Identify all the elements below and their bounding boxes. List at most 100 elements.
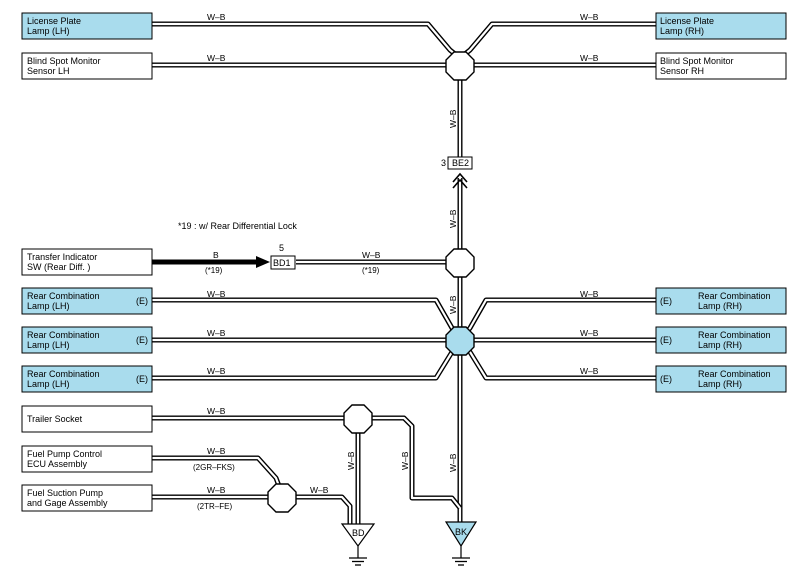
- label-line1: Trailer Socket: [27, 414, 83, 424]
- wire-color-label: W–B: [580, 328, 599, 338]
- wire-color-label: W–B: [207, 289, 226, 299]
- label-line2: and Gage Assembly: [27, 498, 108, 508]
- splice-top: [445, 51, 475, 81]
- connector-name: BD1: [273, 258, 291, 268]
- ground-bd: BD: [340, 523, 376, 566]
- condition-note: (2GR–FKS): [193, 463, 235, 472]
- wire-rear-rh-3: [458, 338, 656, 381]
- connector-tag: (E): [136, 335, 148, 345]
- label-line2: SW (Rear Diff. ): [27, 262, 90, 272]
- connector-bd1: BD1 5: [270, 243, 296, 270]
- wire-color-label: W–B: [580, 53, 599, 63]
- condition-note: (2TR–FE): [197, 502, 232, 511]
- wire-color-label: W–B: [207, 366, 226, 376]
- component-fuel-suction-pump: Fuel Suction Pump and Gage Assembly: [21, 484, 153, 512]
- component-rear-combination-lamp-lh-2: Rear Combination Lamp (LH) (E): [21, 326, 153, 354]
- label-line2: Sensor LH: [27, 66, 70, 76]
- wire-color-label: W–B: [207, 446, 226, 456]
- splice-rear-comb: [445, 326, 475, 356]
- label-line1: License Plate: [660, 16, 714, 26]
- label-line1: Rear Combination: [698, 369, 771, 379]
- wire-color-label: W–B: [310, 485, 329, 495]
- component-rear-combination-lamp-lh-1: Rear Combination Lamp (LH) (E): [21, 287, 153, 315]
- label-line1: Rear Combination: [698, 330, 771, 340]
- connector-tag: (E): [660, 335, 672, 345]
- splice-bd1: [445, 248, 475, 278]
- condition-note: (*19): [362, 266, 380, 275]
- component-rear-combination-lamp-rh-3: (E) Rear Combination Lamp (RH): [655, 365, 787, 393]
- wire-suction-splice-to-bd: [282, 494, 353, 524]
- label-line2: Sensor RH: [660, 66, 704, 76]
- wire-color-label: W–B: [580, 289, 599, 299]
- label-line1: Rear Combination: [27, 291, 100, 301]
- label-line2: Lamp (RH): [698, 340, 742, 350]
- connector-pin: 5: [279, 243, 284, 253]
- component-rear-combination-lamp-lh-3: Rear Combination Lamp (LH) (E): [21, 365, 153, 393]
- notes: *19 : w/ Rear Differential Lock (*19) (*…: [178, 221, 380, 511]
- wire-color-label: W–B: [448, 109, 458, 128]
- component-rear-combination-lamp-rh-2: (E) Rear Combination Lamp (RH): [655, 326, 787, 354]
- connector-tag: (E): [660, 296, 672, 306]
- label-line2: Lamp (RH): [698, 301, 742, 311]
- wire-color-label: W–B: [448, 209, 458, 228]
- ground-label: BK: [455, 527, 467, 537]
- label-line2: Lamp (RH): [698, 379, 742, 389]
- footnote: *19 : w/ Rear Differential Lock: [178, 221, 297, 231]
- component-blind-spot-sensor-rh: Blind Spot Monitor Sensor RH: [655, 52, 787, 80]
- wire-color-label: W–B: [207, 53, 226, 63]
- wire-license-lh: [152, 21, 462, 60]
- wire-trailer-splice-right: [358, 415, 462, 510]
- wire-rear-rh-1: [458, 297, 656, 342]
- component-license-plate-lamp-rh: License Plate Lamp (RH): [655, 12, 787, 40]
- wire-color-label: W–B: [580, 366, 599, 376]
- wire-color-label: W–B: [207, 328, 226, 338]
- label-line1: Blind Spot Monitor: [660, 56, 734, 66]
- wire-color-label: W–B: [207, 12, 226, 22]
- wire-color-label: W–B: [580, 12, 599, 22]
- connector-tag: (E): [660, 374, 672, 384]
- splices: [267, 51, 475, 513]
- wire-color-label: W–B: [346, 451, 356, 470]
- connector-name: BE2: [452, 158, 469, 168]
- label-line1: Transfer Indicator: [27, 252, 97, 262]
- component-transfer-indicator-sw: Transfer Indicator SW (Rear Diff. ): [21, 248, 153, 276]
- label-line2: Lamp (LH): [27, 379, 70, 389]
- wire-rear-lh-1: [152, 297, 463, 342]
- connector-be2: BE2 3: [441, 156, 473, 170]
- be2-arrow: [452, 172, 468, 189]
- wire-color-label: B: [213, 250, 219, 260]
- wire-rear-lh-3: [152, 338, 463, 381]
- wire-color-label: W–B: [207, 485, 226, 495]
- label-line1: Rear Combination: [27, 330, 100, 340]
- label-line1: Fuel Pump Control: [27, 449, 102, 459]
- wire-color-label: W–B: [448, 295, 458, 314]
- wires: [152, 21, 656, 524]
- wire-color-label: W–B: [362, 250, 381, 260]
- wire-color-label: W–B: [207, 406, 226, 416]
- label-line2: Lamp (RH): [660, 26, 704, 36]
- label-line2: Lamp (LH): [27, 340, 70, 350]
- label-line1: Fuel Suction Pump: [27, 488, 103, 498]
- splice-fuel: [267, 483, 297, 513]
- transfer-wire: [152, 256, 270, 268]
- wire-color-label: W–B: [400, 451, 410, 470]
- label-line1: Blind Spot Monitor: [27, 56, 101, 66]
- ground-label: BD: [352, 528, 365, 538]
- connector-tag: (E): [136, 374, 148, 384]
- label-line2: ECU Assembly: [27, 459, 88, 469]
- wire-labels: W–B W–B W–B W–B W–B W–B W–B W–B W–B W–B …: [207, 12, 599, 495]
- ground-icon: [451, 557, 471, 566]
- condition-note: (*19): [205, 266, 223, 275]
- wire-color-label: W–B: [448, 453, 458, 472]
- label-line1: Rear Combination: [698, 291, 771, 301]
- label-line2: Lamp (LH): [27, 26, 70, 36]
- component-fuel-pump-control-ecu: Fuel Pump Control ECU Assembly: [21, 445, 153, 473]
- label-line1: License Plate: [27, 16, 81, 26]
- connector-pin: 3: [441, 158, 446, 168]
- component-blind-spot-sensor-lh: Blind Spot Monitor Sensor LH: [21, 52, 153, 80]
- component-rear-combination-lamp-rh-1: (E) Rear Combination Lamp (RH): [655, 287, 787, 315]
- connector-tag: (E): [136, 296, 148, 306]
- label-line2: Lamp (LH): [27, 301, 70, 311]
- component-license-plate-lamp-lh: License Plate Lamp (LH): [21, 12, 153, 40]
